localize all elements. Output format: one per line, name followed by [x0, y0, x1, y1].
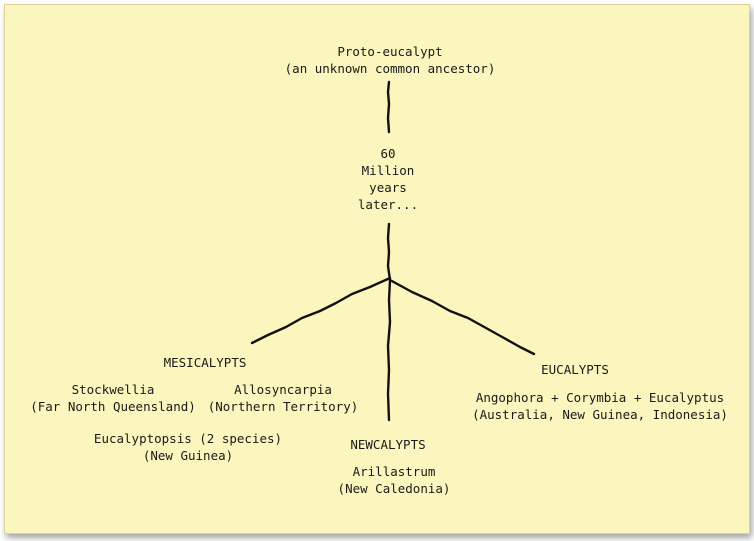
taxon-name: Eucalyptopsis (2 species) [93, 431, 283, 446]
taxon-region: (Northern Territory) [207, 399, 359, 414]
taxon-eucalyptopsis: Eucalyptopsis (2 species) (New Guinea) [85, 430, 291, 464]
time-label: 60 Million years later... [350, 145, 426, 213]
taxon-arillastrum: Arillastrum (New Caledonia) [318, 463, 470, 497]
group-label-eucalypts: EUCALYPTS [541, 362, 609, 377]
taxon-name: Allosyncarpia [234, 382, 332, 397]
taxon-region: (New Guinea) [142, 448, 234, 463]
time-label-line-1: 60 [380, 146, 396, 161]
root-subtitle: (an unknown common ancestor) [284, 61, 496, 76]
group-label-mesicalypts: MESICALYPTS [163, 355, 247, 370]
root-title: Proto-eucalypt [337, 44, 443, 59]
taxon-allosyncarpia: Allosyncarpia (Northern Territory) [203, 381, 363, 415]
group-label-newcalypts: NEWCALYPTS [350, 437, 426, 452]
time-label-line-2: Million [361, 163, 415, 178]
sticky-note-background [4, 4, 750, 534]
trunk-lower-line [386, 222, 392, 282]
time-label-line-4: later... [357, 197, 419, 212]
taxon-stockwellia: Stockwellia (Far North Queensland) [20, 381, 206, 415]
taxon-angophora-corymbia-eucalyptus: Angophora + Corymbia + Eucalyptus (Austr… [460, 389, 740, 423]
time-label-line-3: years [369, 180, 407, 195]
taxon-name: Arillastrum [352, 464, 436, 479]
taxon-region: (New Caledonia) [337, 481, 451, 496]
taxon-name: Stockwellia [71, 382, 155, 397]
trunk-upper-line [386, 80, 391, 134]
branch-newcalypts-line [386, 278, 392, 422]
taxon-name: Angophora + Corymbia + Eucalyptus [475, 390, 725, 405]
taxon-region: (Far North Queensland) [30, 399, 196, 414]
branch-mesicalypts-line [250, 276, 392, 345]
branch-eucalypts-line [388, 278, 536, 356]
taxon-region: (Australia, New Guinea, Indonesia) [472, 407, 728, 422]
root-node: Proto-eucalypt (an unknown common ancest… [245, 43, 535, 77]
